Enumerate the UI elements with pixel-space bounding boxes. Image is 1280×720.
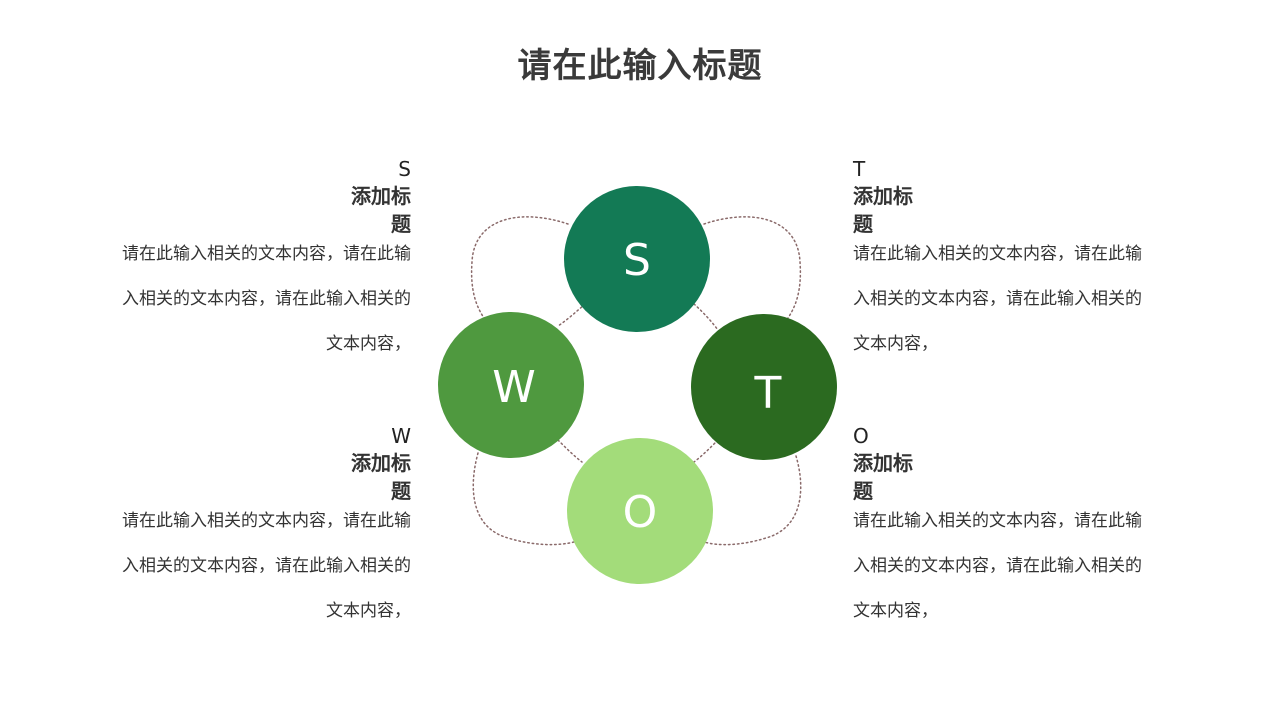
page-title: 请在此输入标题: [517, 46, 763, 86]
block-heading: 添加标题: [351, 451, 411, 503]
circle-letter-o: O: [623, 487, 658, 538]
circle-s: [564, 186, 710, 332]
text-block-t: T 添加标题 请在此输入相关的文本内容，请在此输入相关的文本内容，请在此输入相关…: [853, 158, 1153, 367]
block-body: 请在此输入相关的文本内容，请在此输入相关的文本内容，请在此输入相关的文本内容，: [122, 244, 411, 354]
connector-inner-sw: [557, 303, 586, 327]
text-block-o: O 添加标题 请在此输入相关的文本内容，请在此输入相关的文本内容，请在此输入相关…: [853, 425, 1153, 634]
connector-inner-st: [693, 303, 719, 331]
block-body: 请在此输入相关的文本内容，请在此输入相关的文本内容，请在此输入相关的文本内容，: [122, 511, 411, 621]
text-block-w: W 添加标题 请在此输入相关的文本内容，请在此输入相关的文本内容，请在此输入相关…: [111, 425, 411, 634]
circle-letter-t: T: [754, 368, 782, 419]
connector-st: [703, 216, 802, 319]
connector-to: [703, 455, 802, 546]
block-letter: O: [853, 424, 869, 448]
connector-inner-wo: [557, 439, 583, 463]
connector-sw: [470, 216, 569, 319]
circle-o: [567, 438, 713, 584]
block-body: 请在此输入相关的文本内容，请在此输入相关的文本内容，请在此输入相关的文本内容，: [853, 244, 1142, 354]
connector-lines: [470, 216, 802, 546]
circle-letter-w: W: [492, 362, 536, 413]
block-body: 请在此输入相关的文本内容，请在此输入相关的文本内容，请在此输入相关的文本内容，: [853, 511, 1142, 621]
block-letter: W: [391, 424, 411, 448]
circle-letter-s: S: [623, 235, 651, 286]
block-heading: 添加标题: [853, 451, 913, 503]
block-heading: 添加标题: [853, 184, 913, 236]
block-letter: S: [398, 157, 411, 181]
connector-wo: [472, 452, 575, 546]
block-heading: 添加标题: [351, 184, 411, 236]
connector-inner-to: [693, 439, 719, 463]
circle-t: [691, 314, 837, 460]
circle-w: [438, 312, 584, 458]
block-letter: T: [853, 157, 866, 181]
text-block-s: S 添加标题 请在此输入相关的文本内容，请在此输入相关的文本内容，请在此输入相关…: [111, 158, 411, 367]
